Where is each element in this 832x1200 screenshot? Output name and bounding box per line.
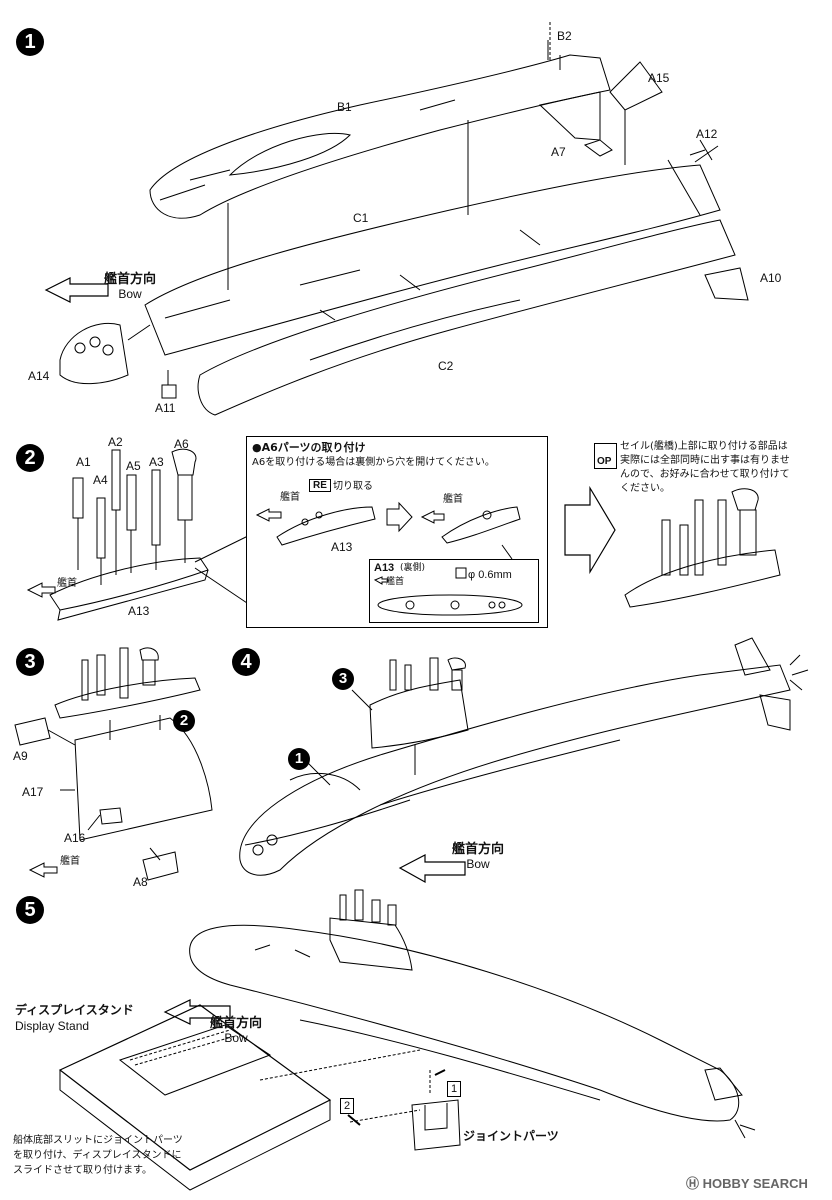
part-label-a3: A3 [149,455,164,469]
optional-note-line-3: んので、お好みに合わせて取り付けて [620,469,790,480]
display-stand-en: Display Stand [15,1019,90,1033]
part-label-a12: A12 [696,127,718,141]
part-label-a8: A8 [133,875,148,889]
optional-note-line-1: セイル(艦橋)上部に取り付ける部品は [620,441,788,452]
inset-drawing [255,501,521,560]
step4-drawing [239,637,809,884]
part-label-a15: A15 [648,71,670,85]
inset-title: ●A6パーツの取り付け [252,441,366,454]
inset-part-label: A13 [331,540,353,554]
part-label-a2: A2 [108,435,123,449]
instruction-line-3: スライドさせて取り付けます。 [13,1165,152,1176]
optional-badge-text: OP [597,456,612,467]
part-label-a13: A13 [128,604,150,618]
a6-mounting-inset: ●A6パーツの取り付け A6を取り付ける場合は裏側から穴を開けてください。 RE… [246,436,548,628]
ref-step-1: 1 [288,748,310,770]
bow-direction-step4: 艦首方向 Bow [452,838,504,871]
part-label-c2: C2 [438,359,454,373]
inset-description: A6を取り付ける場合は裏側から穴を開けてください。 [252,457,495,468]
underside-note: (裏側) [400,563,426,573]
drill-size: φ 0.6mm [468,569,512,581]
inset-bow-2: 艦首 [443,494,463,505]
ref-step-2: 2 [173,710,195,732]
watermark-text: HOBBY SEARCH [702,1176,808,1191]
bow-direction-step5: 艦首方向 Bow [210,1012,262,1045]
part-label-b2: B2 [557,29,572,43]
underside-drawing [373,567,523,616]
part-label-a7: A7 [551,145,566,159]
part-label-a14: A14 [28,369,50,383]
step-number-4: 4 [232,648,260,676]
bow-direction-jp: 艦首方向 [452,842,505,857]
underside-bow: 艦首 [386,577,405,587]
bow-label-step2: 艦首 [57,578,77,589]
inset-bow-1: 艦首 [280,492,300,503]
remove-badge: RE [309,479,331,492]
instruction-line-1: 船体底部スリットにジョイントパーツ [13,1135,183,1146]
step-number-3: 3 [16,648,44,676]
watermark: Ⓗ HOBBY SEARCH [686,1173,808,1192]
part-label-a11: A11 [155,401,176,415]
step3-drawing [14,647,213,881]
joint-parts-label: ジョイントパーツ [463,1129,559,1143]
ref-box-2: 2 [340,1098,354,1114]
ref-step-3: 3 [332,668,354,690]
step1-drawing [44,22,749,416]
part-label-a9: A9 [13,749,28,763]
part-label-a10: A10 [760,271,782,285]
step2-drawing [26,448,781,621]
part-label-b1: B1 [337,100,352,114]
underside-part-label: A13 [374,562,395,574]
bow-direction-jp: 艦首方向 [210,1016,263,1031]
part-label-a6: A6 [174,437,189,451]
bow-direction-en: Bow [224,1031,248,1045]
bow-direction-jp: 艦首方向 [104,272,157,287]
ref-box-1: 1 [447,1081,461,1097]
part-label-a4: A4 [93,473,108,487]
instruction-line-2: を取り付け、ディスプレイスタンドに [13,1150,182,1161]
step-number-1: 1 [16,28,44,56]
step-number-2: 2 [16,444,44,472]
bow-label-step3: 艦首 [60,856,80,867]
part-label-a16: A16 [64,831,86,845]
remove-text: 切り取る [333,481,373,492]
a13-underside-box: A13 (裏側) 艦首 φ 0.6mm [369,559,539,623]
optional-note-line-4: ください。 [620,483,670,494]
bow-direction-en: Bow [466,857,490,871]
optional-note-line-2: 実際には全部同時に出す事は有りませ [620,455,790,466]
part-label-a1: A1 [76,455,91,469]
bow-direction-en: Bow [118,287,142,301]
bow-direction-step1: 艦首方向 Bow [104,268,156,301]
part-label-a5: A5 [126,459,141,473]
optional-badge: OP [594,443,617,469]
watermark-icon: Ⓗ [686,1176,700,1191]
part-label-a17: A17 [22,785,44,799]
part-label-c1: C1 [353,211,369,225]
display-stand-jp: ディスプレイスタンド [15,1003,134,1017]
step5-drawing [58,889,756,1191]
step-number-5: 5 [16,896,44,924]
